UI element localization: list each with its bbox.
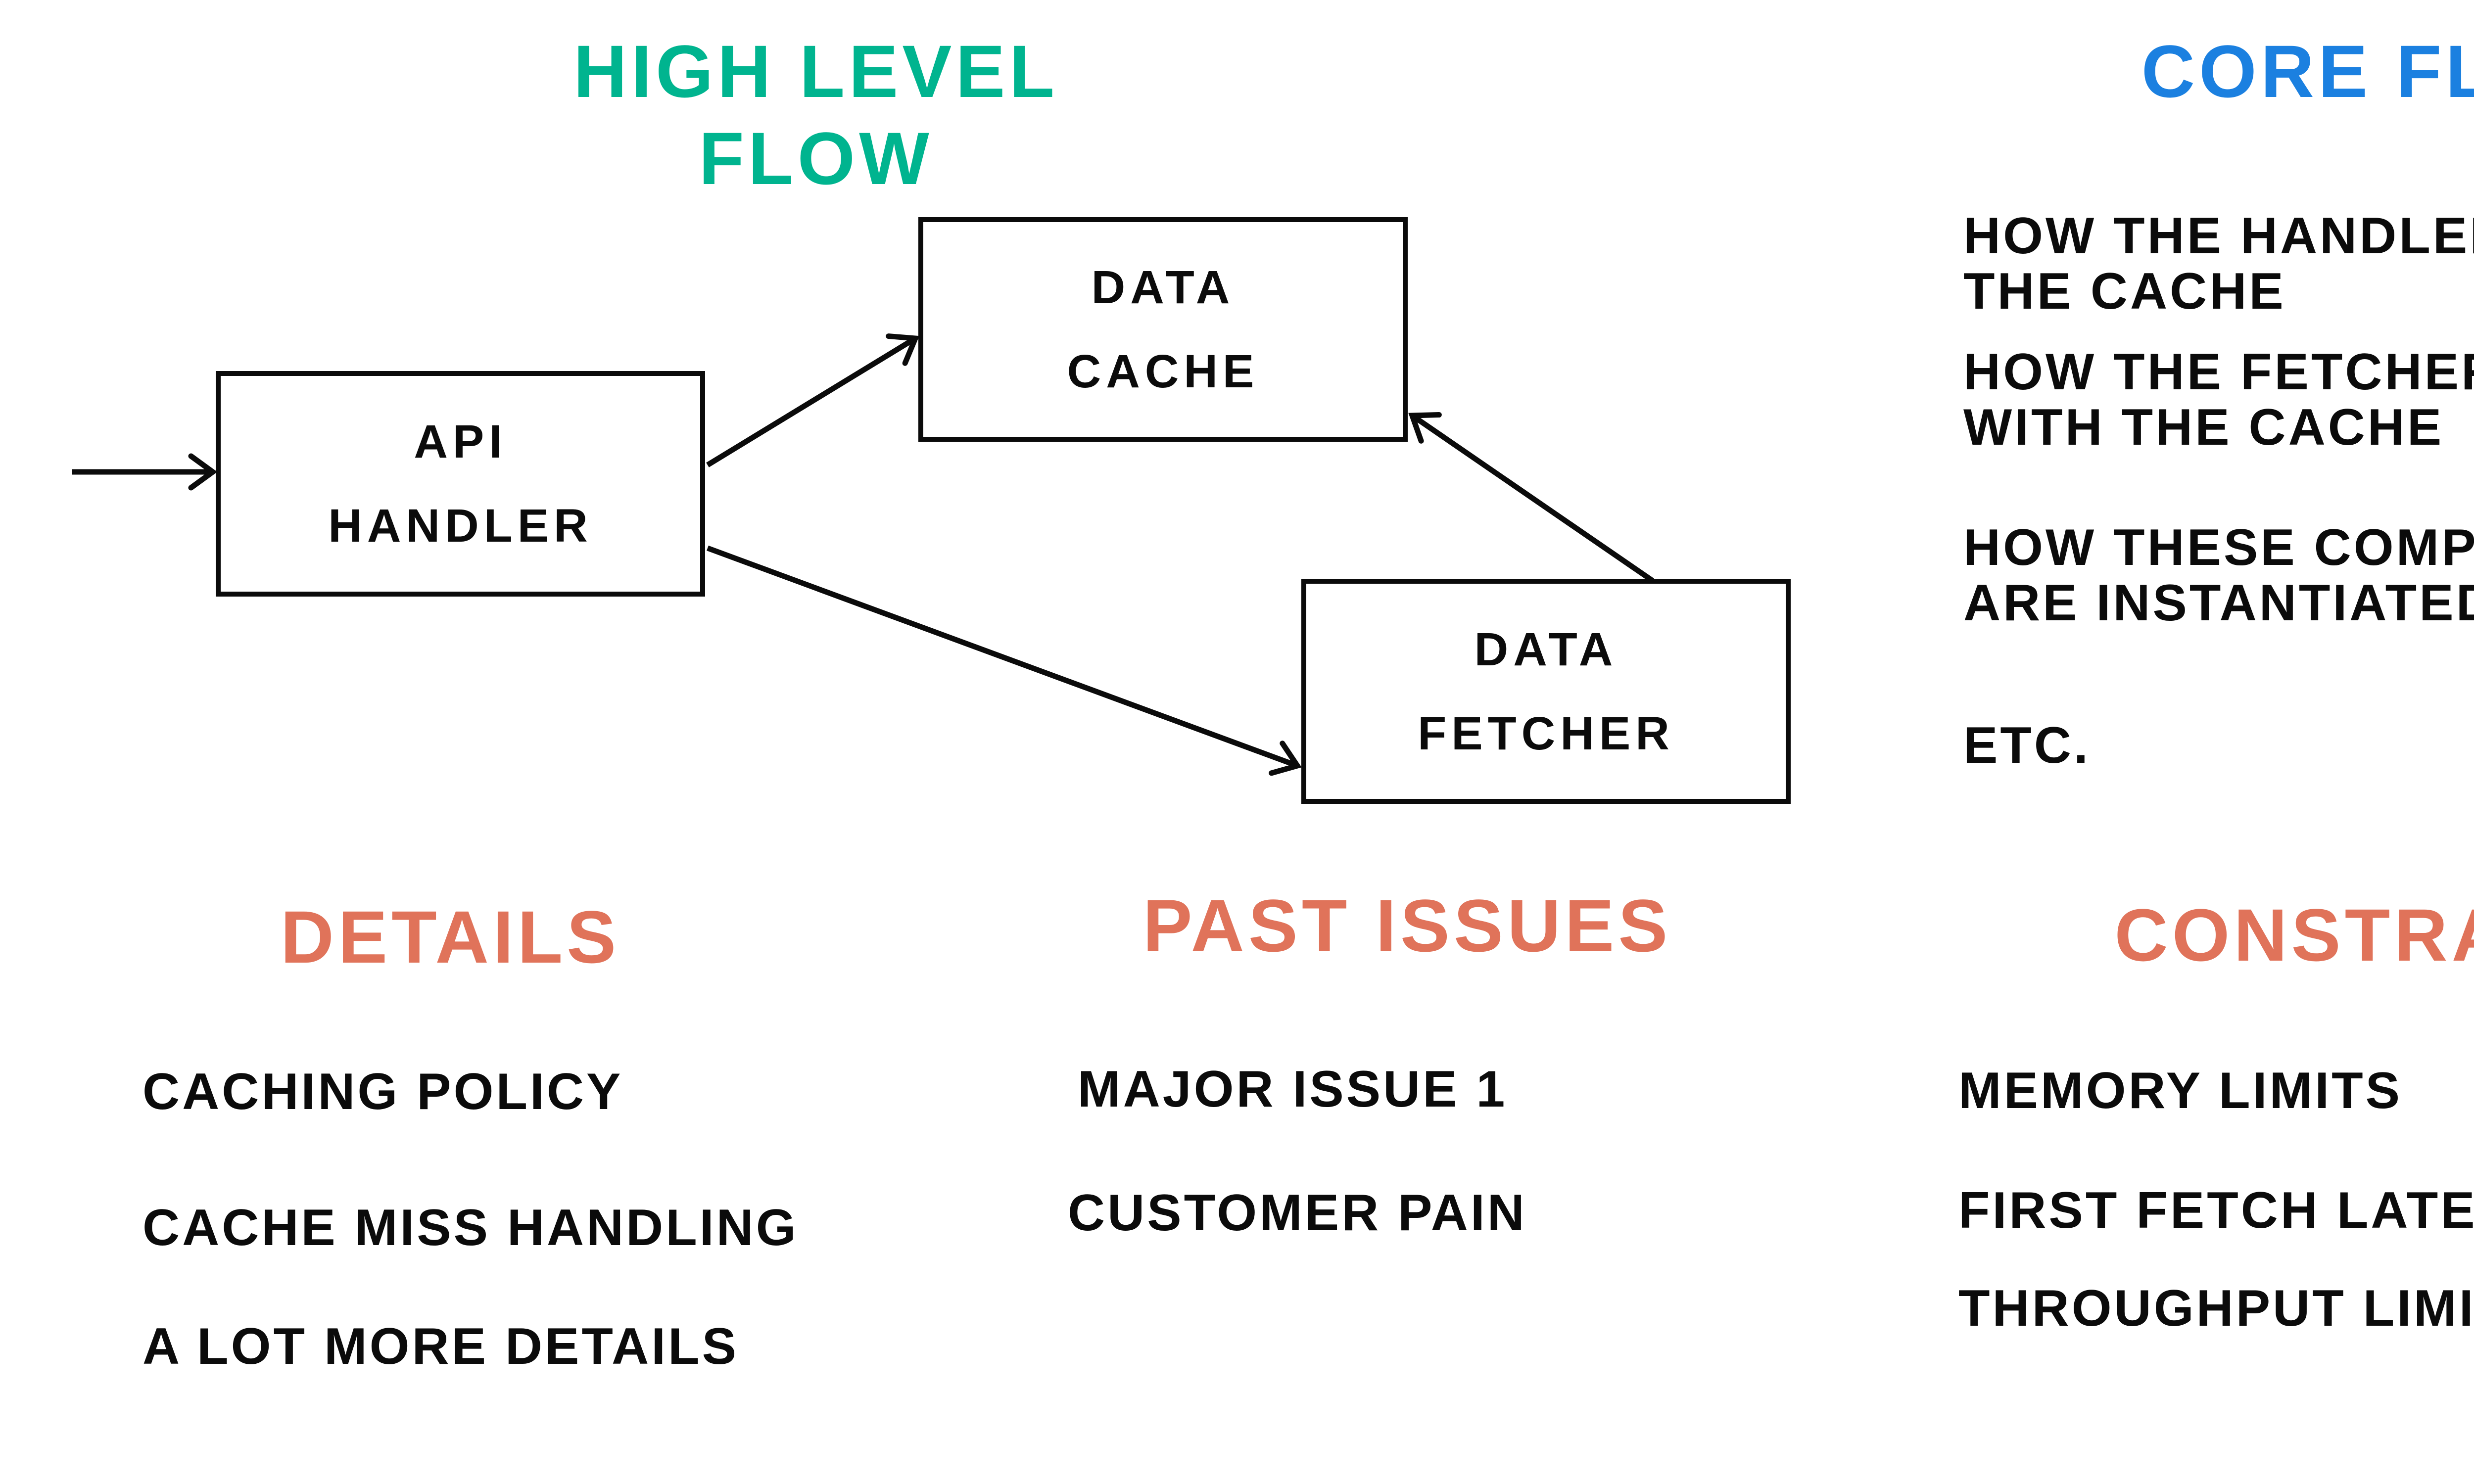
details-item-cache-miss-handling: CACHE MISS HANDLING xyxy=(143,1199,799,1256)
details-item-a-lot-more-details: A LOT MORE DETAILS xyxy=(143,1318,739,1375)
constraints-item-throughput-limits: THROUGHPUT LIMITS xyxy=(1958,1280,2474,1337)
core-flow-title: CORE FLOW xyxy=(2141,30,2474,113)
core-flow-bullet-components-instantiated: HOW THESE COMPONENTS ARE INSTANTIATED xyxy=(1963,519,2474,632)
constraints-item-memory-limits: MEMORY LIMITS xyxy=(1958,1062,2402,1119)
arrow-data-fetcher-to-data-cache xyxy=(1408,412,1655,583)
constraints-item-first-fetch-latency: FIRST FETCH LATENCY xyxy=(1958,1182,2474,1239)
data-cache-node: DATA CACHE xyxy=(918,217,1408,442)
constraints-title: CONSTRAINTS xyxy=(2114,893,2474,976)
core-flow-bullet-etc: ETC. xyxy=(1963,717,2091,774)
past-issues-title: PAST ISSUES xyxy=(1142,884,1672,967)
arrow-api-handler-to-data-fetcher xyxy=(707,545,1302,776)
details-item-caching-policy: CACHING POLICY xyxy=(143,1063,623,1120)
core-flow-bullet-fetcher-works-with-cache: HOW THE FETCHER WORKS WITH THE CACHE xyxy=(1963,343,2474,456)
core-flow-bullet-handler-checks-cache: HOW THE HANDLER CHECKS THE CACHE xyxy=(1963,207,2474,320)
high-level-flow-title: HIGH LEVEL FLOW xyxy=(573,30,1059,200)
data-fetcher-node: DATA FETCHER xyxy=(1301,579,1791,804)
past-issues-item-customer-pain: CUSTOMER PAIN xyxy=(1068,1184,1527,1242)
arrow-api-handler-to-data-cache xyxy=(706,333,919,467)
api-handler-node: API HANDLER xyxy=(216,371,705,597)
details-title: DETAILS xyxy=(280,895,620,978)
past-issues-item-major-issue-1: MAJOR ISSUE 1 xyxy=(1078,1061,1508,1118)
